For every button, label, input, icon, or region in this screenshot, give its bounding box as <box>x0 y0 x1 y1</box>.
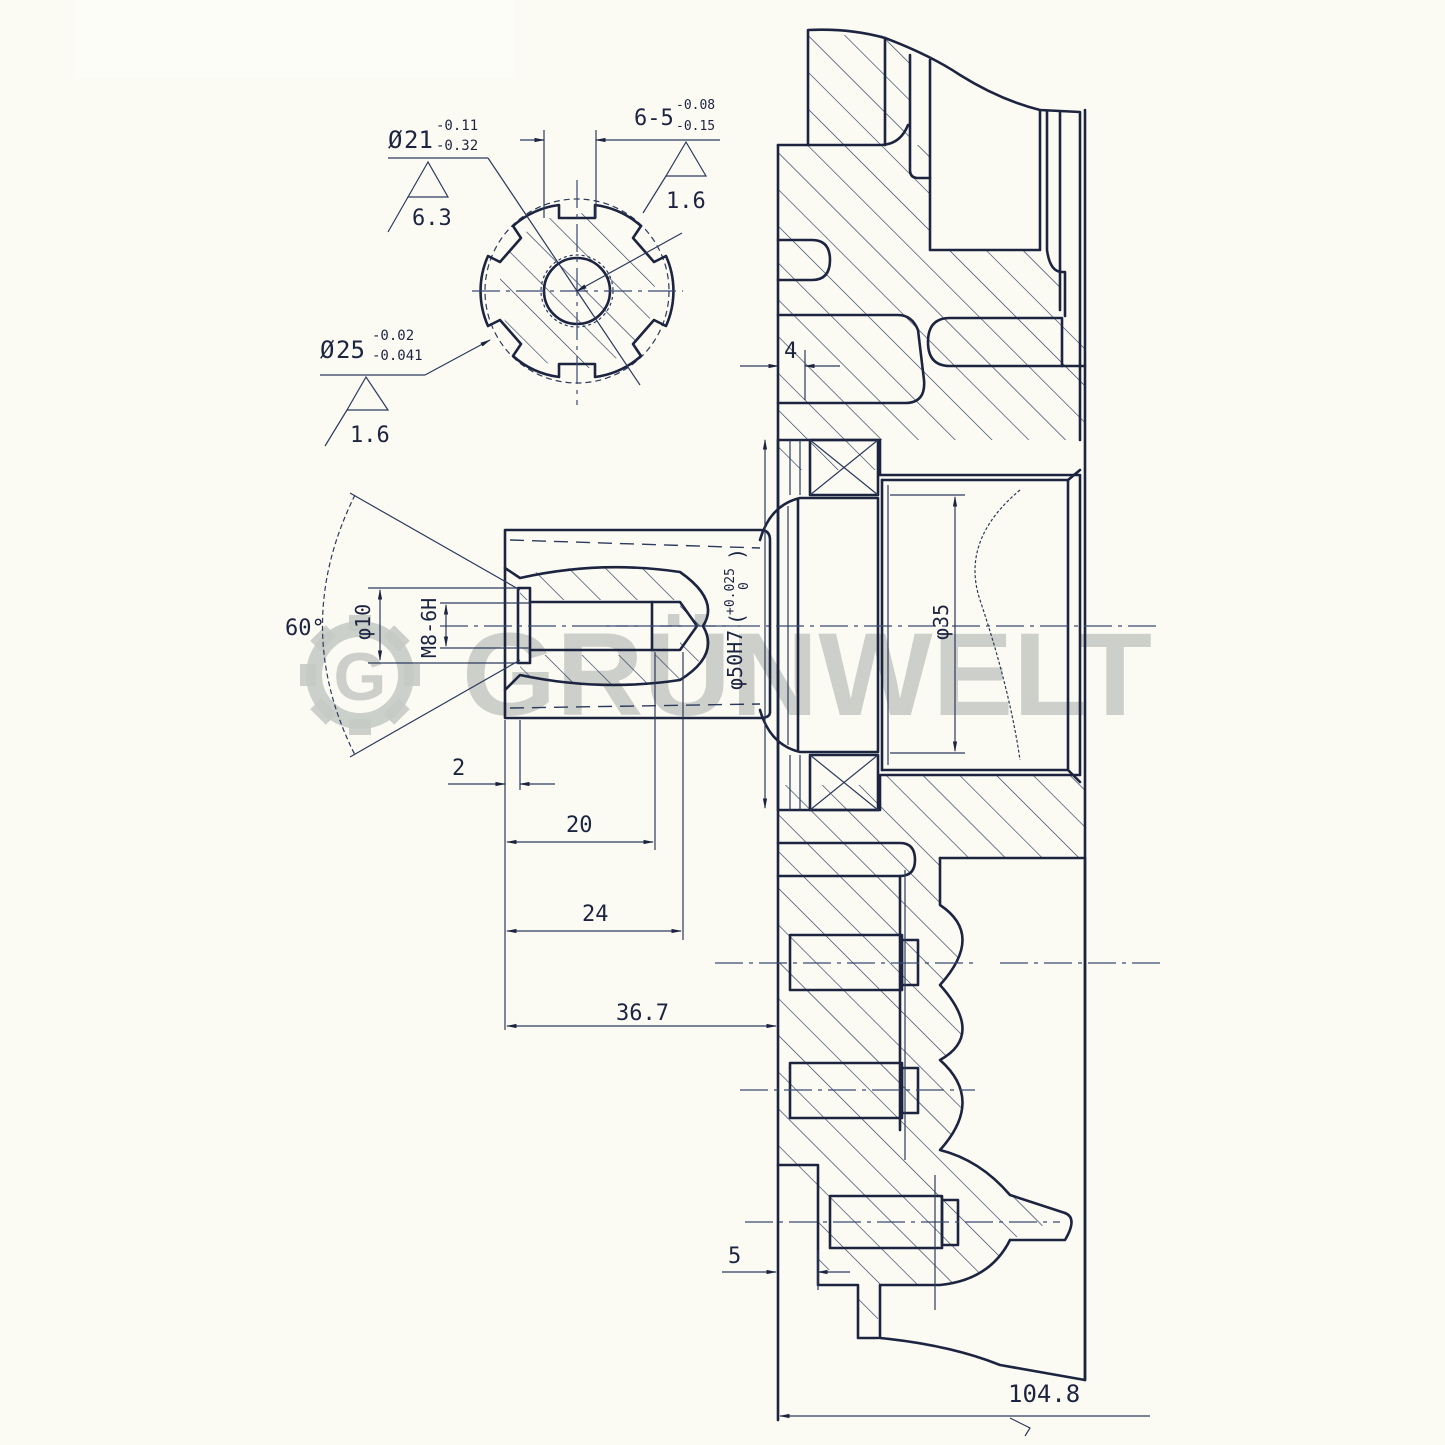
svg-text:-0.041: -0.041 <box>372 348 423 364</box>
svg-text:Ø: Ø <box>320 336 335 364</box>
spline-major-diameter-callout: Ø 21 -0.11 -0.32 6.3 <box>387 118 488 233</box>
svg-text:25: 25 <box>336 336 365 364</box>
svg-text:104.8: 104.8 <box>1008 1380 1080 1408</box>
svg-text:20: 20 <box>566 813 593 838</box>
svg-text:(: ( <box>725 613 749 625</box>
gear-logo-icon: G <box>300 615 420 735</box>
svg-text:21: 21 <box>404 126 433 154</box>
svg-text:-0.32: -0.32 <box>436 138 478 154</box>
upper-bearing <box>789 438 880 497</box>
spline-minor-diameter-callout: Ø 25 -0.02 -0.041 1.6 <box>320 328 425 448</box>
svg-text:-0.02: -0.02 <box>372 328 414 344</box>
svg-text:60°: 60° <box>285 616 325 641</box>
svg-text:G: G <box>334 639 387 715</box>
svg-text:1.6: 1.6 <box>350 423 390 448</box>
bolt-hole-2 <box>740 1061 975 1120</box>
svg-text:M8-6H: M8-6H <box>417 598 441 658</box>
svg-text:6-5: 6-5 <box>634 106 674 131</box>
surface-roughness-icon <box>387 160 450 233</box>
svg-text:-0.15: -0.15 <box>676 119 715 134</box>
surface-roughness-icon <box>324 375 390 447</box>
svg-text:1.6: 1.6 <box>666 189 706 214</box>
svg-text:4: 4 <box>784 339 797 364</box>
shaft-dimensions: 60° φ10 M8-6H φ50H7 ( +0.025 0 ) φ35 4 <box>285 339 1150 1437</box>
svg-text:6.3: 6.3 <box>412 206 452 231</box>
svg-text:0: 0 <box>737 582 752 590</box>
lower-bearing <box>789 753 880 812</box>
housing-section-view <box>600 28 1160 1422</box>
svg-text:-0.08: -0.08 <box>676 98 715 113</box>
scan-blank-band <box>75 0 515 78</box>
bolt-hole-1 <box>715 933 1160 992</box>
surface-roughness-icon <box>642 140 708 214</box>
svg-text:φ50H7: φ50H7 <box>723 630 747 690</box>
spline-width-callout: 6-5 -0.08 -0.15 1.6 <box>634 98 715 214</box>
bolt-hole-3 <box>745 1175 1060 1310</box>
spline-section-view <box>424 130 720 405</box>
svg-text:): ) <box>725 548 749 560</box>
svg-text:24: 24 <box>582 902 609 927</box>
svg-text:2: 2 <box>452 756 465 781</box>
svg-text:φ35: φ35 <box>929 604 953 640</box>
svg-text:φ10: φ10 <box>351 604 375 640</box>
svg-text:5: 5 <box>728 1244 741 1269</box>
svg-text:-0.11: -0.11 <box>436 118 478 134</box>
svg-text:+0.025: +0.025 <box>723 568 738 615</box>
svg-text:36.7: 36.7 <box>616 1001 669 1026</box>
svg-text:Ø: Ø <box>388 126 403 154</box>
